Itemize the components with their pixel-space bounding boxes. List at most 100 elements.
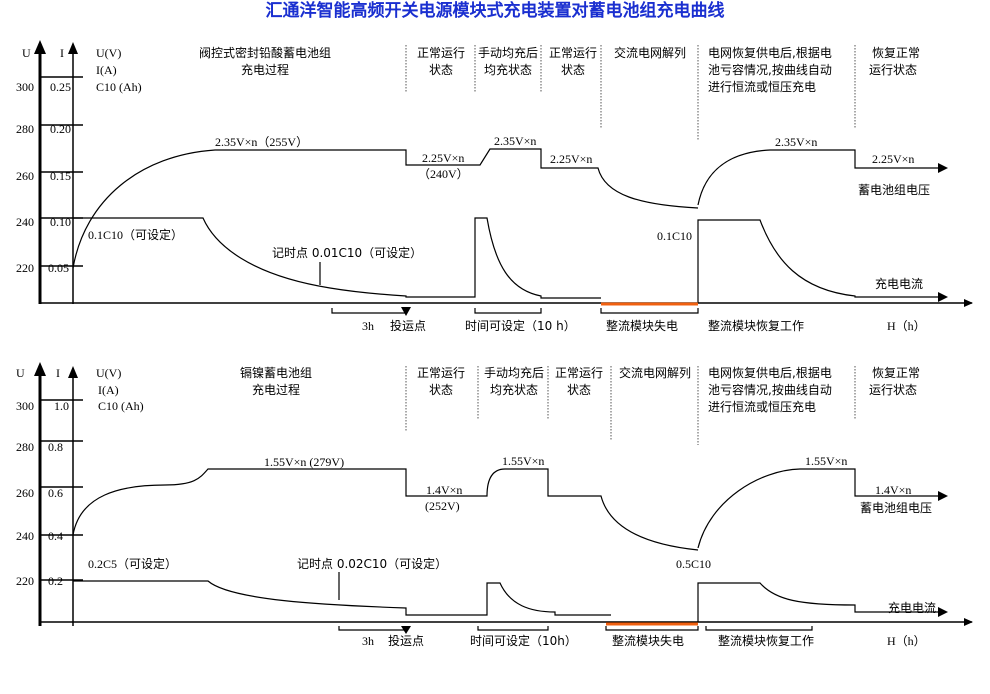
voltage-label: 1.55V×n xyxy=(502,454,544,468)
phase-label: 镉镍蓄电池组 xyxy=(240,366,312,380)
phase-label: 充电过程 xyxy=(252,382,300,397)
current-label: 记时点 0.02C10（可设定） xyxy=(297,556,447,571)
i-tick: 0.6 xyxy=(48,486,63,500)
phase-label: 手动均充后 xyxy=(484,365,544,380)
bottom-label: H（h） xyxy=(887,634,926,648)
i-tick: 0.10 xyxy=(50,215,71,229)
ticks xyxy=(40,399,83,581)
curve-name: 蓄电池组电压 xyxy=(860,501,932,515)
i-axis-label: I xyxy=(56,366,60,380)
phase-label: 交流电网解列 xyxy=(614,45,686,60)
phase-label: 运行状态 xyxy=(869,63,917,77)
u-tick: 300 xyxy=(16,80,34,94)
phase-label: 恢复正常 xyxy=(872,366,920,380)
bottom-label: 整流模块恢复工作 xyxy=(718,633,814,648)
phase-label: 状态 xyxy=(561,63,585,77)
voltage-label: 2.25V×n xyxy=(422,151,464,165)
phase-label: 状态 xyxy=(429,63,453,77)
voltage-label: 1.4V×n xyxy=(875,483,911,497)
u-axis-label: U xyxy=(22,46,31,60)
phase-label: 恢复正常 xyxy=(872,46,920,60)
voltage-label: （240V） xyxy=(418,167,469,181)
u-tick: 300 xyxy=(16,399,34,413)
u-tick: 240 xyxy=(16,529,34,543)
current-curve xyxy=(73,217,940,303)
phase-label: 进行恒流或恒压充电 xyxy=(708,79,816,94)
phase-label: 均充状态 xyxy=(490,382,538,397)
arrow-icon xyxy=(938,292,948,302)
u-tick: 280 xyxy=(16,122,34,136)
i-tick: 0.4 xyxy=(48,529,63,543)
phase-dividers xyxy=(405,366,856,445)
bottom-label: 整流模块失电 xyxy=(612,633,684,648)
phase-label: 正常运行 xyxy=(549,46,597,60)
i-axis-arrow-icon xyxy=(68,366,78,378)
u-axis-arrow-icon xyxy=(34,40,46,54)
unit-label: U(V) xyxy=(96,366,121,380)
phase-label: 正常运行 xyxy=(555,366,603,380)
current-label: 0.2C5（可设定） xyxy=(88,556,177,571)
phase-label: 状态 xyxy=(429,383,453,397)
phase-label: 池亏容情况,按曲线自动 xyxy=(708,382,832,397)
phase-label: 充电过程 xyxy=(241,62,289,77)
bottom-label: 整流模块恢复工作 xyxy=(708,318,804,333)
arrow-icon xyxy=(938,491,948,501)
u-tick: 260 xyxy=(16,486,34,500)
current-label: 0.1C10 xyxy=(657,229,692,243)
i-axis-arrow-icon xyxy=(68,42,78,54)
bottom-label: 时间可设定（10h） xyxy=(470,633,577,648)
bottom-label: 整流模块失电 xyxy=(606,318,678,333)
phase-label: 正常运行 xyxy=(417,366,465,380)
phase-label: 进行恒流或恒压充电 xyxy=(708,399,816,414)
current-label: 记时点 0.01C10（可设定） xyxy=(272,245,422,260)
bottom-label: 投运点 xyxy=(388,633,424,648)
u-axis-arrow-icon xyxy=(34,362,46,376)
i-axis-label: I xyxy=(60,46,64,60)
voltage-label: 1.4V×n xyxy=(426,483,462,497)
voltage-label: (252V) xyxy=(425,499,460,513)
voltage-label: 2.25V×n xyxy=(872,152,914,166)
phase-label: 池亏容情况,按曲线自动 xyxy=(708,62,832,77)
u-tick: 220 xyxy=(16,574,34,588)
lead-acid-panel: U I U(V) I(A) C10 (Ah) 300 280 260 240 2… xyxy=(16,40,973,333)
voltage-label: 2.35V×n（255V） xyxy=(215,135,308,149)
bottom-label: 3h xyxy=(362,634,374,648)
ticks xyxy=(40,76,83,267)
phase-label: 阀控式密封铅酸蓄电池组 xyxy=(199,45,331,60)
i-tick: 0.25 xyxy=(50,80,71,94)
bottom-label: H（h） xyxy=(887,319,926,333)
curve-name: 充电电流 xyxy=(888,600,936,615)
unit-label: C10 (Ah) xyxy=(96,80,142,94)
bottom-label: 3h xyxy=(362,319,374,333)
u-tick: 260 xyxy=(16,169,34,183)
time-braces xyxy=(331,308,699,314)
voltage-label: 2.35V×n xyxy=(494,134,536,148)
i-tick: 0.8 xyxy=(48,440,63,454)
phase-label: 电网恢复供电后,根据电 xyxy=(708,46,832,60)
voltage-curve xyxy=(72,148,940,269)
voltage-label: 2.25V×n xyxy=(550,152,592,166)
bottom-label: 时间可设定（10 h） xyxy=(465,318,576,333)
phase-label: 运行状态 xyxy=(869,383,917,397)
phase-label: 交流电网解列 xyxy=(619,365,691,380)
curve-name: 充电电流 xyxy=(875,276,923,291)
current-label: 0.1C10（可设定） xyxy=(88,227,183,242)
unit-label: I(A) xyxy=(96,63,117,77)
commissioning-point-icon xyxy=(401,307,411,316)
arrow-icon xyxy=(938,163,948,173)
phase-label: 正常运行 xyxy=(417,46,465,60)
time-braces xyxy=(338,626,813,631)
phase-label: 状态 xyxy=(567,383,591,397)
i-tick: 0.05 xyxy=(48,261,69,275)
phase-dividers xyxy=(405,45,856,140)
commissioning-point-icon xyxy=(401,626,411,634)
u-axis-label: U xyxy=(16,366,25,380)
u-tick: 220 xyxy=(16,261,34,275)
i-tick: 0.20 xyxy=(50,122,71,136)
nickel-cadmium-panel: U I U(V) I(A) C10 (Ah) 300 280 260 240 2… xyxy=(16,362,973,648)
current-label: 0.5C10 xyxy=(676,557,711,571)
u-tick: 240 xyxy=(16,215,34,229)
voltage-label: 1.55V×n (279V) xyxy=(264,455,344,469)
i-tick: 0.15 xyxy=(50,169,71,183)
